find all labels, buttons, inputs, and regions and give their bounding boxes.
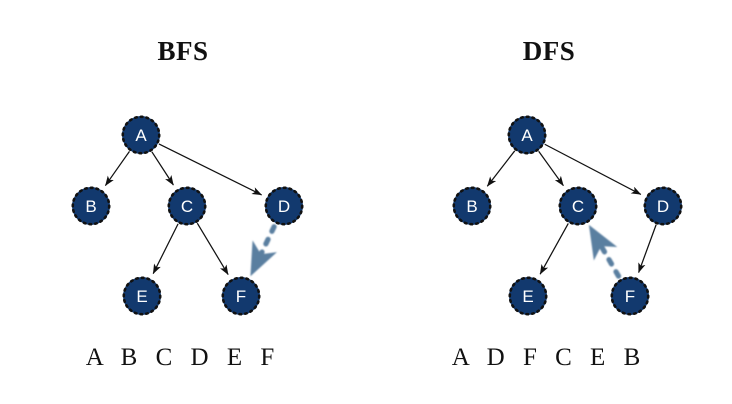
node-F[interactable]: F <box>610 276 650 316</box>
node-label-D: D <box>657 197 669 216</box>
edge-C-E <box>152 223 179 275</box>
edge-C-F <box>196 222 229 275</box>
dfs-order-label: A D F C E B <box>451 344 647 371</box>
node-B[interactable]: B <box>452 186 492 226</box>
edge-layer <box>104 143 277 277</box>
node-E[interactable]: E <box>122 276 162 316</box>
node-label-D: D <box>278 197 290 216</box>
node-label-A: A <box>135 126 147 145</box>
edge-A-D <box>544 143 642 195</box>
edge-D-F <box>638 224 657 273</box>
bfs-panel: BFS A B C D E F A B C D E F <box>71 36 304 371</box>
node-label-B: B <box>466 197 477 216</box>
node-E[interactable]: E <box>508 276 548 316</box>
edge-A-B <box>104 150 130 186</box>
node-label-C: C <box>181 197 193 216</box>
node-label-B: B <box>85 197 96 216</box>
node-label-F: F <box>625 287 635 306</box>
node-layer: A B C D E F <box>452 115 683 316</box>
node-A[interactable]: A <box>121 115 161 155</box>
edge-A-D <box>158 143 263 196</box>
node-label-E: E <box>522 287 533 306</box>
node-label-C: C <box>572 197 584 216</box>
node-C[interactable]: C <box>558 186 598 226</box>
edge-F-C <box>588 224 622 279</box>
edge-C-E <box>539 223 569 275</box>
edge-A-B <box>486 150 516 187</box>
node-F[interactable]: F <box>221 276 261 316</box>
edge-A-C <box>538 150 564 187</box>
bfs-title: BFS <box>157 36 209 66</box>
node-label-E: E <box>136 287 147 306</box>
node-A[interactable]: A <box>507 115 547 155</box>
edge-layer <box>486 143 657 279</box>
node-label-F: F <box>236 287 246 306</box>
edge-A-C <box>151 151 174 186</box>
node-D[interactable]: D <box>643 186 683 226</box>
dfs-title: DFS <box>522 36 576 66</box>
node-B[interactable]: B <box>71 186 111 226</box>
bfs-graph: A B C D E F <box>71 115 304 316</box>
dfs-panel: DFS A B C D E F A D F C E B <box>366 0 732 404</box>
edge-D-F <box>249 224 277 277</box>
node-layer: A B C D E F <box>71 115 304 316</box>
bfs-order-label: A B C D E F <box>85 344 281 371</box>
node-label-A: A <box>521 126 533 145</box>
dfs-graph: A B C D E F <box>452 115 683 316</box>
node-D[interactable]: D <box>264 186 304 226</box>
node-C[interactable]: C <box>167 186 207 226</box>
